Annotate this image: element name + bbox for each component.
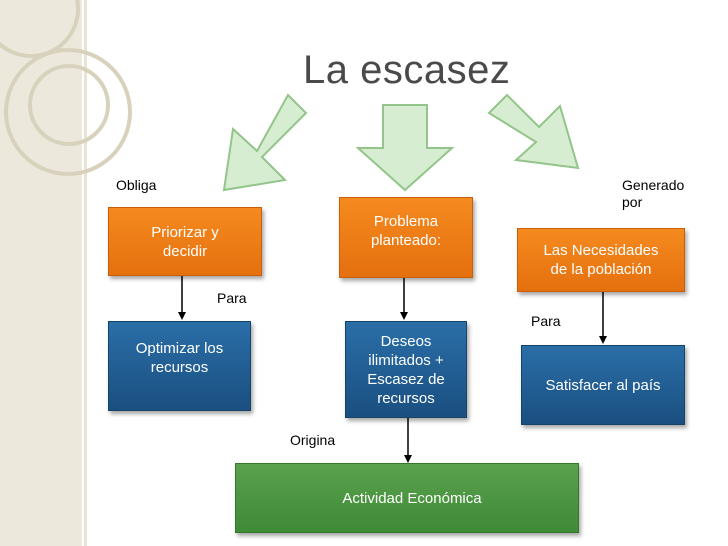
label-para-right: Para — [531, 313, 561, 329]
label-para-left: Para — [217, 290, 247, 306]
box-actividad-economica: Actividad Económica — [235, 463, 579, 533]
big-arrow-center — [355, 104, 455, 192]
box-deseos-escasez: Deseos ilimitados + Escasez de recursos — [345, 321, 467, 418]
box-necesidades: Las Necesidades de la población — [517, 228, 685, 292]
box-priorizar-decidir-text: Priorizar y decidir — [151, 223, 219, 260]
box-actividad-economica-text: Actividad Económica — [342, 489, 482, 507]
box-optimizar-recursos-text: Optimizar los recursos — [135, 340, 224, 376]
box-deseos-escasez-text: Deseos ilimitados + Escasez de recursos — [367, 332, 445, 407]
big-arrow-left — [222, 93, 308, 192]
label-obliga: Obliga — [116, 177, 157, 193]
box-optimizar-recursos: Optimizar los recursos — [108, 321, 251, 411]
slide-title: La escasez — [303, 48, 511, 92]
box-problema-planteado: Problema planteado: — [339, 197, 473, 278]
box-problema-planteado-text: Problema planteado: — [370, 212, 442, 249]
sidebar-divider — [84, 0, 87, 546]
decorative-ring-middle — [4, 48, 132, 176]
box-satisfacer-pais-text: Satisfacer al país — [545, 376, 661, 394]
label-generado-por: Generado por — [622, 177, 685, 210]
decorative-ring-inner — [28, 64, 110, 146]
big-arrow-right — [487, 93, 580, 170]
box-necesidades-text: Las Necesidades de la población — [543, 242, 659, 278]
box-priorizar-decidir: Priorizar y decidir — [108, 207, 262, 276]
box-satisfacer-pais: Satisfacer al país — [521, 345, 685, 425]
label-origina: Origina — [290, 432, 336, 448]
